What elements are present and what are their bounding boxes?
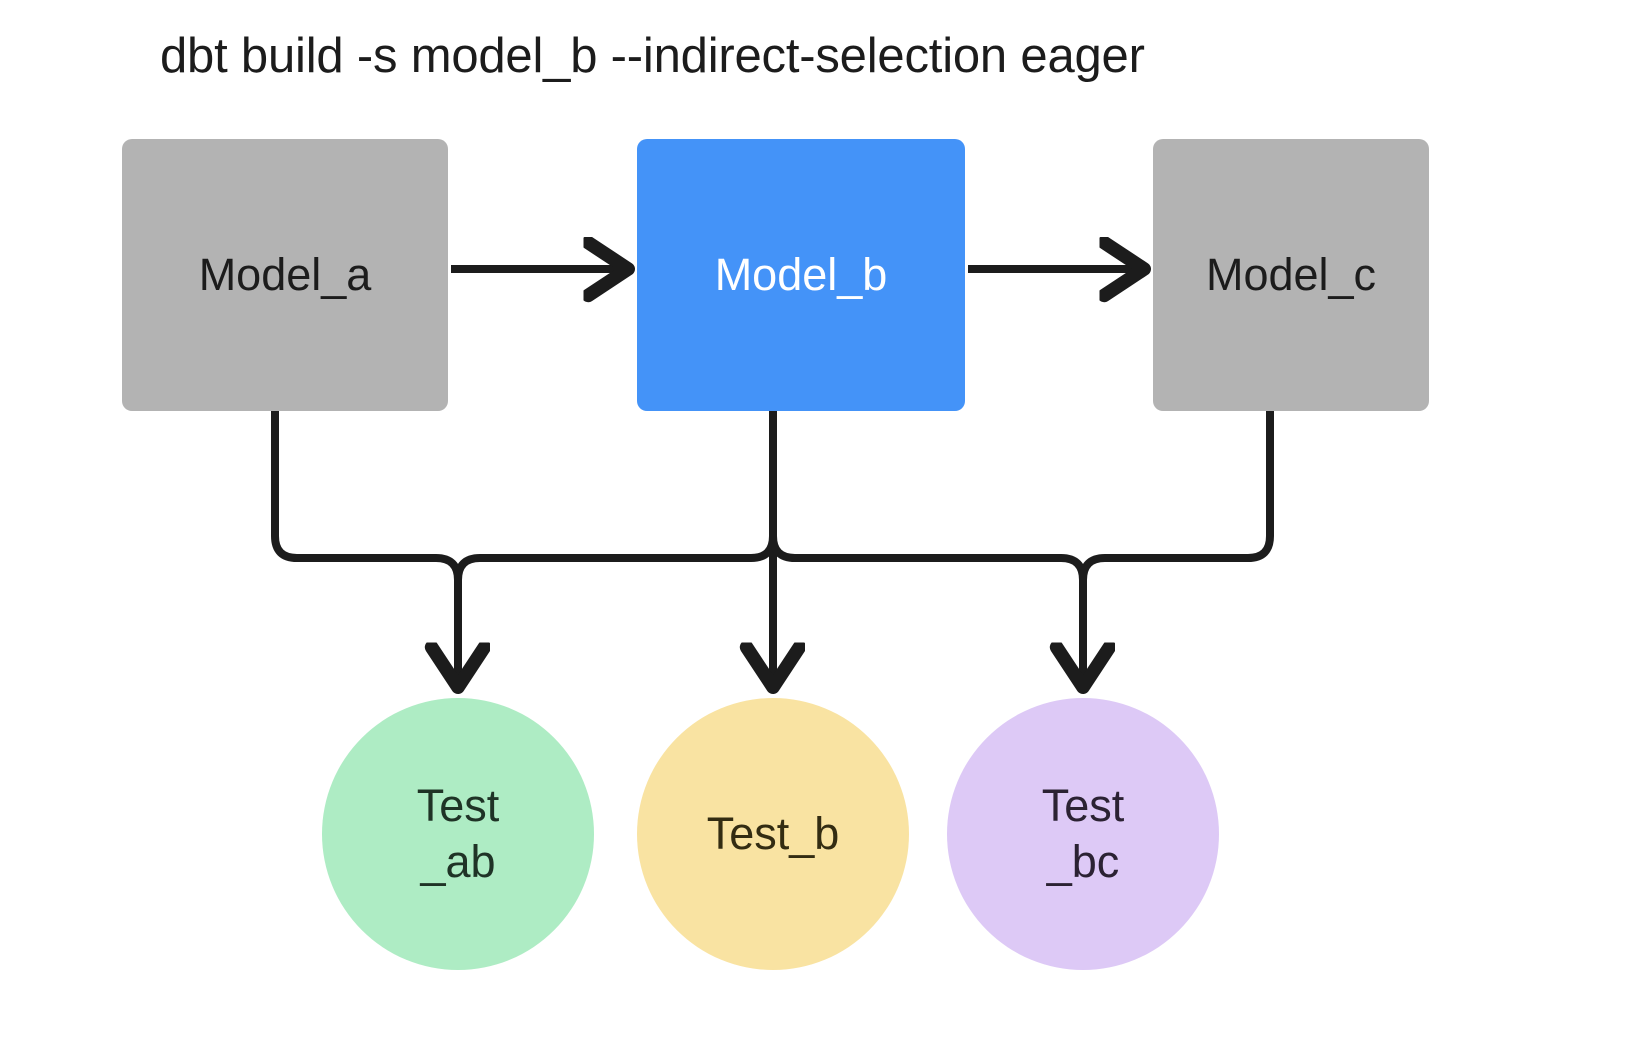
- diagram-title: dbt build -s model_b --indirect-selectio…: [160, 29, 1145, 83]
- edge-model-a-to-test-ab: [271, 411, 458, 684]
- node-model-a-label: Model_a: [198, 249, 372, 300]
- node-test-ab-label-line-2: _ab: [420, 836, 496, 887]
- node-test-ab[interactable]: Test _ab: [322, 698, 594, 970]
- node-test-bc-label-line-1: Test: [1041, 779, 1125, 831]
- node-test-bc[interactable]: Test _bc: [947, 698, 1219, 970]
- node-test-b-label-line-1: Test_b: [706, 807, 840, 859]
- node-test-bc-label-line-2: _bc: [1046, 836, 1120, 887]
- node-test-b[interactable]: Test_b: [637, 698, 909, 970]
- edge-model-c-to-test-bc: [1079, 411, 1274, 581]
- edge-model-b-to-test-bc: [769, 535, 1083, 684]
- node-test-ab-label-line-1: Test: [416, 779, 500, 831]
- node-model-c-label: Model_c: [1205, 249, 1377, 300]
- node-model-b-label: Model_b: [714, 249, 888, 300]
- node-model-c[interactable]: Model_c: [1153, 139, 1429, 411]
- node-model-b[interactable]: Model_b: [637, 139, 965, 411]
- node-model-a[interactable]: Model_a: [122, 139, 448, 411]
- edge-model-b-to-test-ab: [454, 411, 777, 581]
